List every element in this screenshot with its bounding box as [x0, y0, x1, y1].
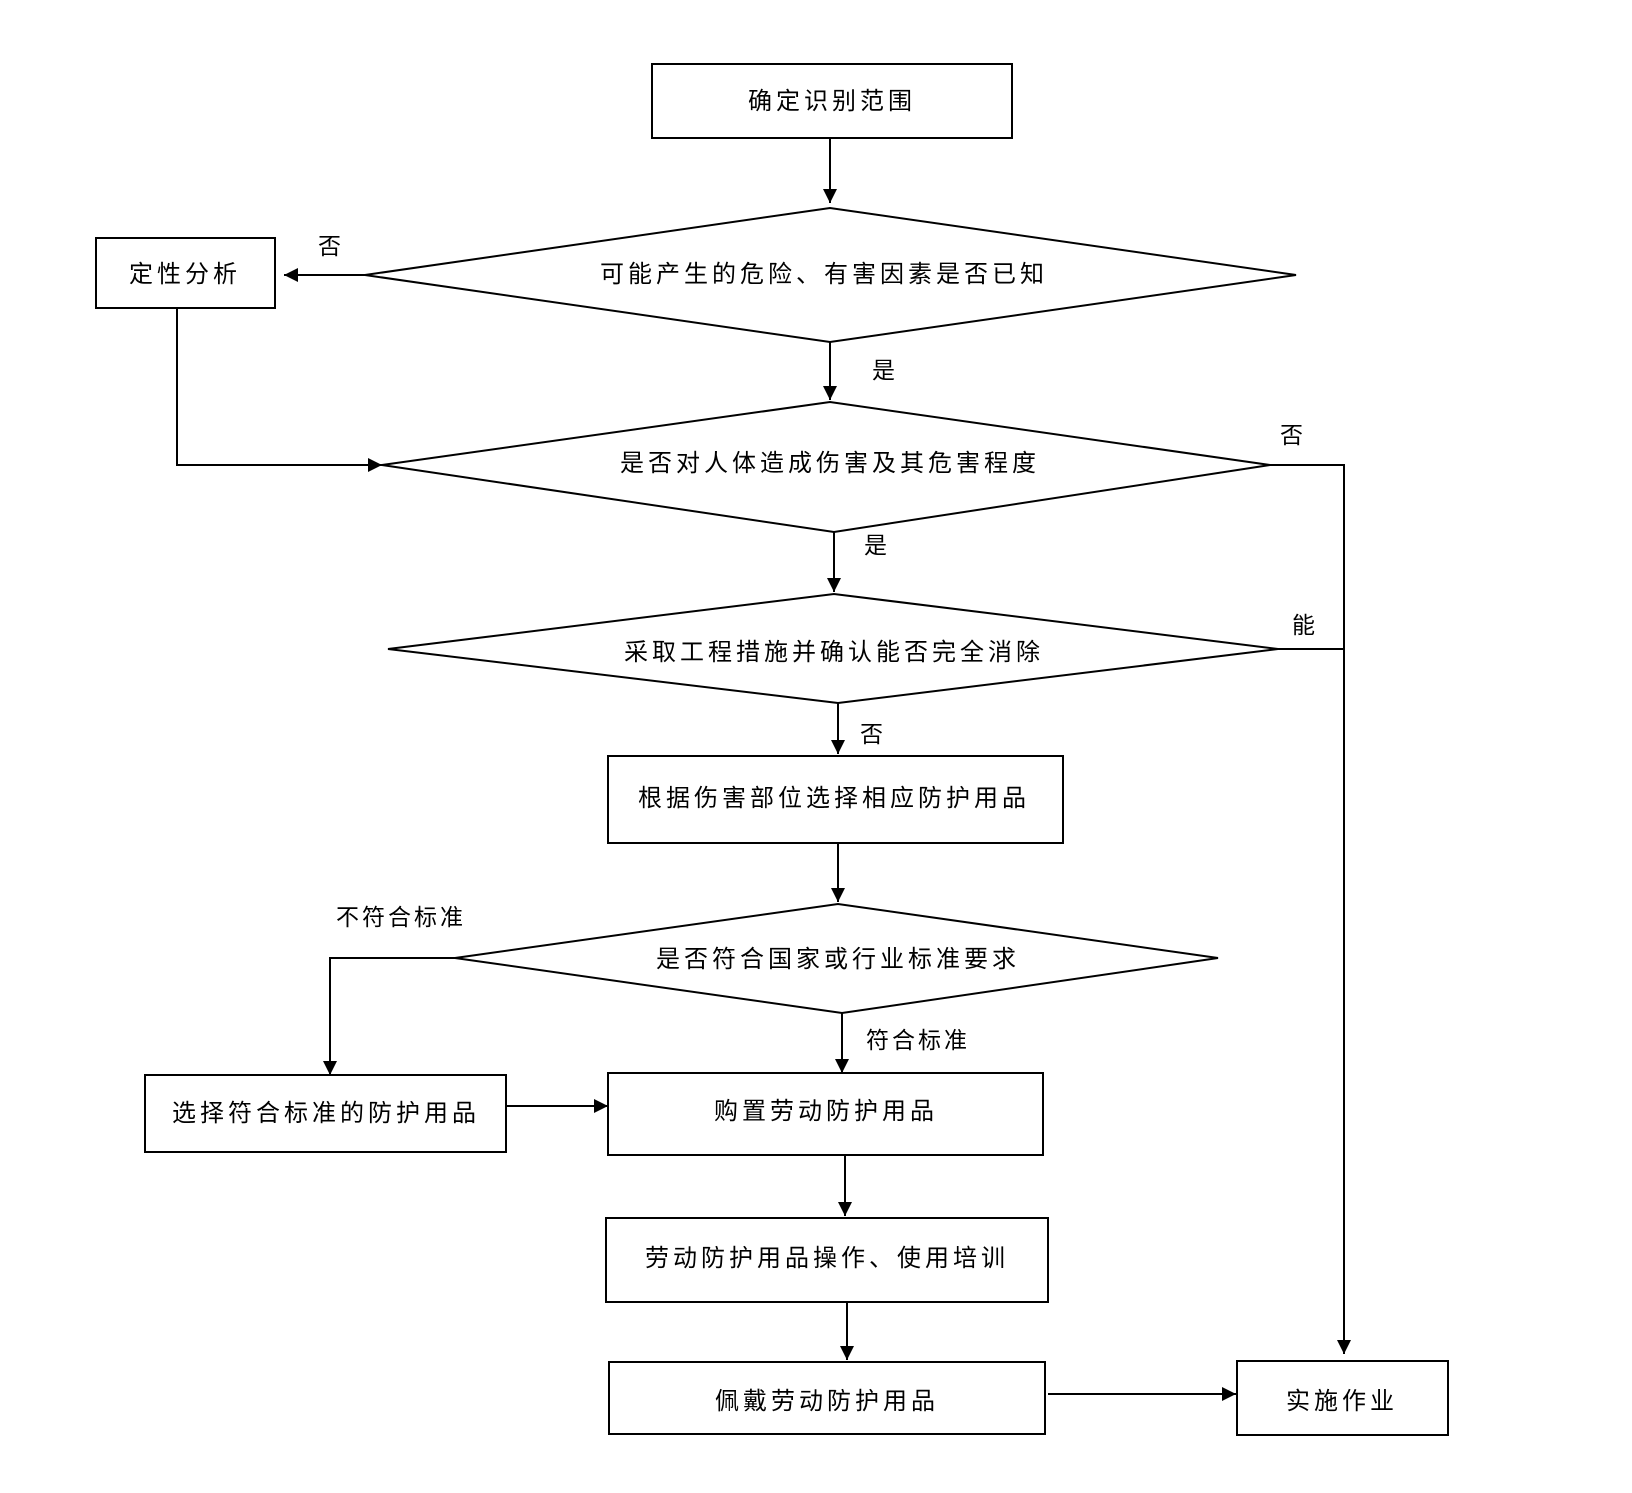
decision-diamond [387, 592, 1279, 705]
process-box [607, 755, 1064, 844]
node-determine-scope: 确定识别范围 [651, 63, 1013, 139]
node-select-by-body-part: 根据伤害部位选择相应防护用品 [607, 755, 1064, 844]
edge-labels: 否 是 否 是 能 否 不符合标准 符合标准 [318, 234, 1318, 1054]
node-label: 根据伤害部位选择相应防护用品 [638, 784, 1030, 812]
node-select-compliant: 选择符合标准的防护用品 [144, 1074, 507, 1153]
edge-standard-no-to-compliant [323, 957, 455, 1075]
node-label: 可能产生的危险、有害因素是否已知 [600, 260, 1048, 288]
process-box [95, 237, 276, 309]
edge-label-eliminate-no: 否 [860, 722, 886, 748]
edge-qualitative-to-harm [176, 308, 382, 472]
node-label: 采取工程措施并确认能否完全消除 [624, 638, 1044, 666]
node-label: 劳动防护用品操作、使用培训 [645, 1244, 1009, 1272]
node-perform-work: 实施作业 [1236, 1360, 1449, 1436]
edge-harm-no-to-work [1270, 464, 1351, 1354]
node-meets-standard: 是否符合国家或行业标准要求 [454, 902, 1219, 1015]
connectors [176, 138, 1351, 1401]
node-label: 确定识别范围 [748, 87, 916, 115]
node-label: 是否对人体造成伤害及其危害程度 [620, 449, 1040, 477]
node-label: 选择符合标准的防护用品 [172, 1099, 480, 1127]
process-box [144, 1074, 507, 1153]
process-box [607, 1072, 1044, 1156]
node-harm-to-body: 是否对人体造成伤害及其危害程度 [381, 400, 1271, 534]
node-label: 定性分析 [129, 260, 241, 288]
node-label: 佩戴劳动防护用品 [715, 1387, 939, 1415]
process-box [608, 1361, 1046, 1435]
edge-label-harm-no: 否 [1280, 423, 1306, 449]
node-hazard-known: 可能产生的危险、有害因素是否已知 [364, 206, 1297, 344]
node-ppe-training: 劳动防护用品操作、使用培训 [605, 1217, 1049, 1303]
node-label: 购置劳动防护用品 [714, 1097, 938, 1125]
process-box [1236, 1360, 1449, 1436]
node-purchase-ppe: 购置劳动防护用品 [607, 1072, 1044, 1156]
process-box [651, 63, 1013, 139]
node-label: 是否符合国家或行业标准要求 [656, 945, 1020, 973]
process-box [605, 1217, 1049, 1303]
decision-diamond [364, 206, 1297, 344]
node-label: 实施作业 [1286, 1387, 1398, 1415]
edge-label-known-yes: 是 [872, 358, 898, 384]
node-engineering-measures: 采取工程措施并确认能否完全消除 [387, 592, 1279, 705]
decision-diamond [454, 902, 1219, 1015]
edge-label-standard-yes: 符合标准 [866, 1028, 970, 1054]
edge-label-eliminate-yes: 能 [1292, 613, 1318, 639]
node-wear-ppe: 佩戴劳动防护用品 [608, 1361, 1046, 1435]
edge-label-harm-yes: 是 [864, 533, 890, 559]
node-qualitative-analysis: 定性分析 [95, 237, 276, 309]
edge-label-known-no: 否 [318, 234, 344, 260]
edge-label-standard-no: 不符合标准 [336, 905, 466, 931]
decision-diamond [381, 400, 1271, 534]
